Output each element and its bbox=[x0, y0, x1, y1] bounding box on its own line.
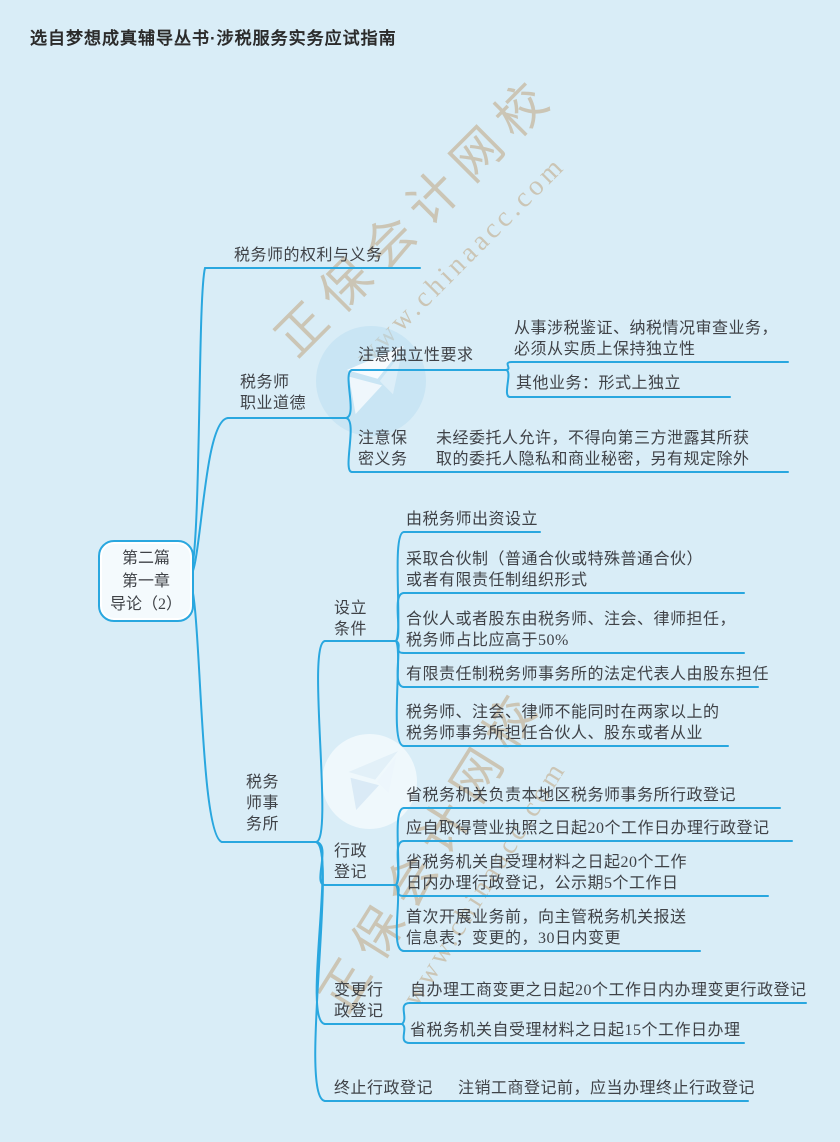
branch-firm: 税务 师事 务所 bbox=[246, 774, 280, 833]
node-change-registration: 变更行 政登记 bbox=[334, 982, 384, 1020]
paper-plane-glyph bbox=[348, 751, 398, 810]
leaf-independence-form: 其他业务：形式上独立 bbox=[516, 375, 682, 392]
leaf-setup-item: 有限责任制税务师事务所的法定代表人由股东担任 bbox=[406, 666, 770, 683]
node-admin-registration: 行政 登记 bbox=[334, 843, 368, 881]
leaf-setup-item: 税务师、注会、律师不能同时在两家以上的 税务师事务所担任合伙人、股东或者从业 bbox=[406, 704, 720, 742]
leaf-registration-item: 应自取得营业执照之日起20个工作日办理行政登记 bbox=[406, 820, 770, 837]
leaf-setup-item: 采取合伙制（普通合伙或特殊普通合伙） 或者有限责任制组织形式 bbox=[406, 551, 704, 589]
leaf-setup-item: 合伙人或者股东由税务师、注会、律师担任， 税务师占比应高于50% bbox=[406, 611, 737, 649]
branch-rights: 税务师的权利与义务 bbox=[234, 247, 383, 264]
root-node: 第二篇 第一章 导论（2） bbox=[98, 540, 194, 622]
leaf-secrecy-rule: 未经委托人允许，不得向第三方泄露其所获 取的委托人隐私和商业秘密，另有规定除外 bbox=[436, 430, 750, 468]
node-underlines bbox=[204, 267, 807, 1102]
brand-logo-icon bbox=[322, 734, 417, 829]
leaf-registration-item: 省税务机关自受理材料之日起20个工作 日内办理行政登记，公示期5个工作日 bbox=[406, 854, 688, 892]
leaf-independence-substance: 从事涉税鉴证、纳税情况审查业务， 必须从实质上保持独立性 bbox=[514, 320, 779, 358]
node-independence: 注意独立性要求 bbox=[358, 347, 474, 364]
leaf-change-item: 自办理工商变更之日起20个工作日内办理变更行政登记 bbox=[410, 982, 807, 999]
leaf-setup-item: 由税务师出资设立 bbox=[406, 511, 539, 528]
leaf-registration-item: 省税务机关负责本地区税务师事务所行政登记 bbox=[406, 787, 737, 804]
leaf-change-item: 省税务机关自受理材料之日起15个工作日办理 bbox=[410, 1022, 741, 1039]
leaf-registration-item: 首次开展业务前，向主管税务机关报送 信息表；变更的，30日内变更 bbox=[406, 909, 687, 947]
page-title: 选自梦想成真辅导丛书·涉税服务实务应试指南 bbox=[30, 29, 397, 48]
node-secrecy: 注意保 密义务 bbox=[358, 430, 408, 468]
node-setup-conditions: 设立 条件 bbox=[334, 600, 368, 638]
leaf-termination-item: 注销工商登记前，应当办理终止行政登记 bbox=[458, 1080, 756, 1097]
branch-ethics: 税务师 职业道德 bbox=[240, 374, 307, 412]
node-termination-registration: 终止行政登记 bbox=[334, 1080, 434, 1097]
